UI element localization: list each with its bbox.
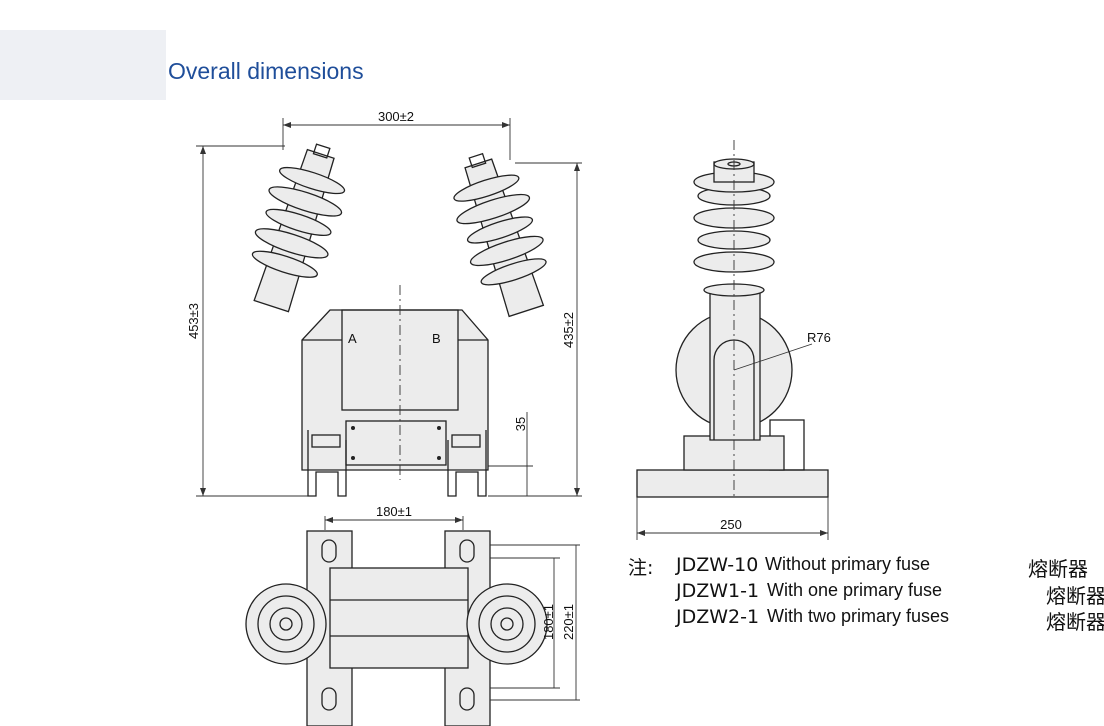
note-suffix: 熔断器 [1046, 610, 1104, 634]
dim-base-width: 250 [720, 517, 742, 532]
side-view: R76 250 [636, 140, 831, 540]
dim-top-depth-inner: 180±1 [541, 604, 556, 640]
note-description: Without primary fuse [765, 554, 935, 575]
note-description: With two primary fuses [767, 606, 954, 627]
dim-top-depth-outer: 220±1 [561, 604, 576, 640]
note-item: JDZW-10 熔断器 Without primary fuse [676, 554, 1104, 581]
dim-height-right: 435±2 [561, 312, 576, 348]
note-item: JDZW1-1 熔断器 With one primary fuse [676, 580, 1104, 608]
note-model: JDZW-10 [676, 554, 759, 576]
terminal-b-label: B [432, 331, 441, 346]
terminal-a-label: A [348, 331, 357, 346]
note-prefix: 注: [628, 557, 654, 579]
note-suffix: 熔断器 [1046, 584, 1104, 608]
note-model: JDZW1-1 [676, 580, 760, 602]
note-description: With one primary fuse [767, 580, 947, 601]
dim-width-top: 300±2 [378, 109, 414, 124]
note-suffix: 熔断器 [1028, 557, 1088, 581]
header-background [0, 30, 166, 100]
front-view: 300±2 453±3 435±2 35 A B [186, 109, 582, 497]
dim-top-width: 180±1 [376, 504, 412, 519]
dim-radius: R76 [807, 330, 831, 345]
top-view: 180±1 180±1 220±1 [245, 504, 580, 726]
dim-base-height: 35 [513, 417, 528, 431]
page-title: Overall dimensions [168, 58, 364, 84]
note-item: JDZW2-1 熔断器 With two primary fuses [676, 606, 1104, 634]
note-model: JDZW2-1 [676, 606, 760, 628]
dim-height-left: 453±3 [186, 303, 201, 339]
